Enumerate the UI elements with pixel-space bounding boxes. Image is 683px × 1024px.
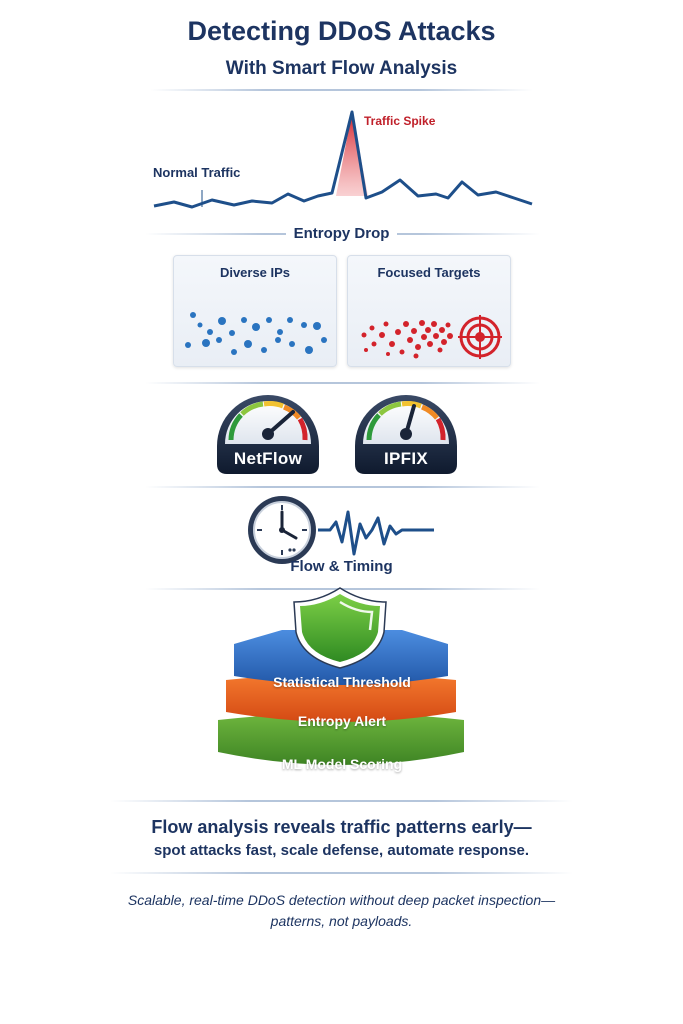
- statistical-threshold-label: Statistical Threshold: [273, 674, 411, 690]
- normal-traffic-label: Normal Traffic: [153, 165, 241, 180]
- scattered-dots: [183, 312, 327, 375]
- gauge-dial-icon: [217, 395, 319, 474]
- detection-layer-stack: [218, 587, 464, 765]
- netflow-gauge: NetFlow: [211, 384, 325, 476]
- entropy-layer: [226, 674, 456, 722]
- page-title: Detecting DDoS Attacks: [187, 16, 496, 46]
- pulse-wave: [318, 510, 434, 556]
- divider: [145, 382, 540, 384]
- summary-line-2: spot attacks fast, scale defense, automa…: [153, 842, 530, 859]
- focused-targets-panel: Focused Targets: [347, 255, 511, 367]
- entropy-drop-label: Entropy Drop: [285, 225, 398, 242]
- netflow-label: NetFlow: [233, 449, 303, 468]
- diverse-ips-title: Diverse IPs: [219, 265, 291, 280]
- ml-model-scoring-label: ML Model Scoring: [281, 756, 403, 772]
- traffic-spike-fill: [336, 112, 368, 196]
- page-subtitle: With Smart Flow Analysis: [225, 58, 458, 79]
- divider: [150, 89, 533, 91]
- divider: [110, 800, 573, 802]
- target-icon: [458, 315, 502, 359]
- traffic-spike-label: Traffic Spike: [364, 114, 436, 128]
- clock-icon: [248, 496, 316, 564]
- divider: [110, 872, 573, 874]
- ipfix-gauge: IPFIX: [349, 384, 463, 476]
- flow-timing-graphic: [248, 496, 434, 564]
- summary-line-1: Flow analysis reveals traffic patterns e…: [151, 817, 532, 837]
- focused-targets-title: Focused Targets: [377, 265, 481, 280]
- footer-line-2: patterns, not payloads.: [270, 913, 413, 929]
- traffic-line: [153, 110, 533, 209]
- diverse-ips-panel: Diverse IPs: [173, 255, 337, 375]
- flow-timing-label: Flow & Timing: [290, 558, 393, 575]
- traffic-line-graph: [153, 110, 533, 209]
- footer-line-1: Scalable, real-time DDoS detection witho…: [127, 892, 556, 908]
- gauge-dial-icon: [355, 395, 457, 474]
- divider: [145, 486, 540, 488]
- clustered-dots: [361, 315, 502, 359]
- ipfix-label: IPFIX: [383, 449, 428, 468]
- shield-icon: [293, 587, 387, 669]
- ml-layer: [218, 713, 464, 765]
- entropy-alert-label: Entropy Alert: [297, 713, 387, 729]
